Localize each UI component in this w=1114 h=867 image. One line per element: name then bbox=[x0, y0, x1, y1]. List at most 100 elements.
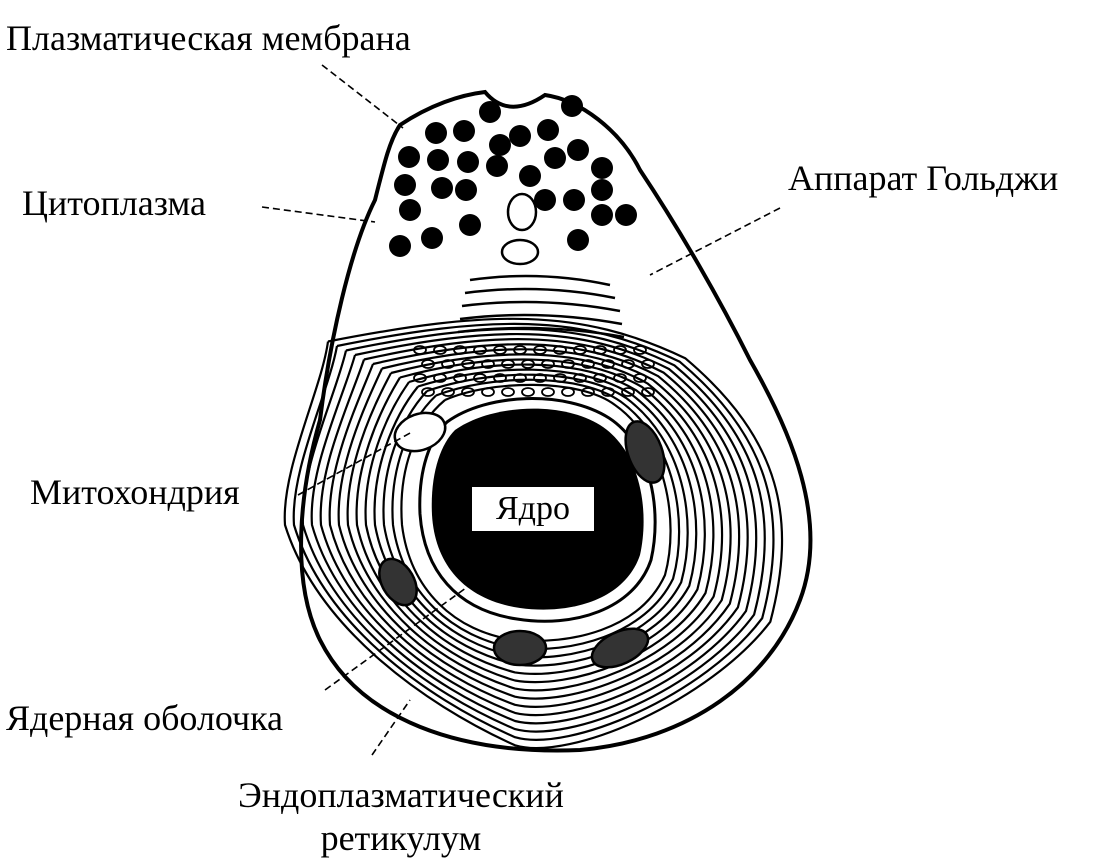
golgi-vesicle bbox=[553, 373, 567, 383]
secretory-granule bbox=[421, 227, 443, 249]
golgi-vesicle bbox=[413, 373, 427, 383]
leader-lines bbox=[261, 64, 781, 756]
golgi-vesicle bbox=[581, 359, 595, 369]
secretory-granule bbox=[537, 119, 559, 141]
label-er-line1: Эндоплазматический bbox=[238, 775, 564, 815]
golgi-vesicle bbox=[501, 387, 515, 397]
golgi-vesicle bbox=[593, 373, 607, 383]
mitochondrion bbox=[378, 557, 418, 607]
golgi-vesicle bbox=[633, 373, 647, 383]
golgi-vesicle bbox=[461, 387, 475, 397]
golgi-vesicle bbox=[453, 345, 467, 355]
secretory-granule bbox=[519, 165, 541, 187]
golgi-vesicle bbox=[593, 345, 607, 355]
secretory-granule bbox=[459, 214, 481, 236]
golgi-vesicle bbox=[413, 345, 427, 355]
secretory-granule bbox=[486, 155, 508, 177]
golgi-vesicle bbox=[573, 345, 587, 355]
mitochondrion bbox=[393, 411, 447, 453]
golgi-vesicle bbox=[533, 373, 547, 383]
golgi-vesicle bbox=[633, 345, 647, 355]
secretory-granule bbox=[479, 101, 501, 123]
er-cisterna bbox=[310, 332, 758, 725]
secretory-granule bbox=[591, 179, 613, 201]
golgi-vesicle bbox=[601, 359, 615, 369]
secretory-granule bbox=[427, 149, 449, 171]
golgi-vesicle bbox=[433, 345, 447, 355]
golgi-vesicle bbox=[541, 387, 555, 397]
golgi-vesicle bbox=[493, 345, 507, 355]
mitochondrion bbox=[590, 627, 650, 669]
golgi-vesicle bbox=[621, 359, 635, 369]
secretory-granule bbox=[544, 147, 566, 169]
golgi-vesicle bbox=[541, 359, 555, 369]
mitochondrion bbox=[624, 420, 666, 484]
golgi-vesicle bbox=[533, 345, 547, 355]
golgi-vesicle bbox=[641, 387, 655, 397]
golgi-vesicle bbox=[601, 387, 615, 397]
golgi-vesicle bbox=[473, 345, 487, 355]
mitochondrion bbox=[492, 629, 548, 667]
er-cisterna bbox=[283, 317, 784, 750]
secretory-granule bbox=[455, 179, 477, 201]
golgi-vesicle bbox=[613, 373, 627, 383]
golgi-vesicle bbox=[473, 373, 487, 383]
golgi-vesicle bbox=[581, 387, 595, 397]
golgi-vesicle bbox=[573, 373, 587, 383]
secretory-granule bbox=[453, 120, 475, 142]
secretory-granule bbox=[563, 189, 585, 211]
er-cisterna bbox=[328, 343, 741, 708]
label-er-line2: ретикулум bbox=[320, 818, 482, 859]
golgi-vesicle bbox=[481, 387, 495, 397]
secretory-granule bbox=[425, 122, 447, 144]
secretory-granule bbox=[394, 174, 416, 196]
golgi-vesicle bbox=[441, 387, 455, 397]
golgi-vesicle bbox=[513, 373, 527, 383]
golgi-vesicle bbox=[521, 359, 535, 369]
secretory-granule bbox=[399, 199, 421, 221]
secretory-granules bbox=[389, 95, 637, 257]
golgi-vesicle bbox=[641, 359, 655, 369]
golgi-vesicle bbox=[553, 345, 567, 355]
label-endoplasmic-reticulum: Эндоплазматический ретикулум bbox=[238, 774, 564, 860]
golgi-vesicle bbox=[453, 373, 467, 383]
golgi-vesicle bbox=[513, 345, 527, 355]
golgi-vesicle bbox=[433, 373, 447, 383]
label-cytoplasm: Цитоплазма bbox=[22, 183, 206, 223]
golgi-vesicle bbox=[493, 373, 507, 383]
golgi-vesicle bbox=[561, 359, 575, 369]
label-plasma-membrane: Плазматическая мембрана bbox=[6, 18, 411, 58]
golgi-apparatus bbox=[457, 192, 625, 339]
golgi-vesicle bbox=[501, 359, 515, 369]
label-nuclear-envelope: Ядерная оболочка bbox=[6, 698, 284, 738]
secretory-granule bbox=[389, 235, 411, 257]
label-mitochondrion: Митохондрия bbox=[30, 472, 240, 512]
label-golgi-apparatus: Аппарат Гольджи bbox=[788, 158, 1059, 198]
er-cisterna bbox=[292, 322, 775, 741]
golgi-vesicles bbox=[413, 345, 655, 397]
secretory-granule bbox=[567, 229, 589, 251]
golgi-vesicle bbox=[481, 359, 495, 369]
secretory-granule bbox=[615, 204, 637, 226]
secretory-granule bbox=[457, 151, 479, 173]
secretory-granule bbox=[398, 146, 420, 168]
golgi-vesicle bbox=[461, 359, 475, 369]
secretory-granule bbox=[561, 95, 583, 117]
secretory-granule bbox=[591, 204, 613, 226]
golgi-vesicle bbox=[613, 345, 627, 355]
golgi-vesicle bbox=[421, 359, 435, 369]
secretory-granule bbox=[591, 157, 613, 179]
golgi-vesicle bbox=[561, 387, 575, 397]
secretory-granule bbox=[489, 134, 511, 156]
secretory-granule bbox=[431, 177, 453, 199]
golgi-vesicle bbox=[421, 387, 435, 397]
golgi-vesicle bbox=[621, 387, 635, 397]
er-cisterna bbox=[346, 353, 724, 692]
secretory-granule bbox=[509, 125, 531, 147]
label-nucleus: Ядро bbox=[472, 487, 594, 531]
secretory-granule bbox=[534, 189, 556, 211]
nuclear-envelope bbox=[418, 397, 657, 623]
er-cisterna bbox=[400, 383, 672, 642]
golgi-vesicle bbox=[441, 359, 455, 369]
